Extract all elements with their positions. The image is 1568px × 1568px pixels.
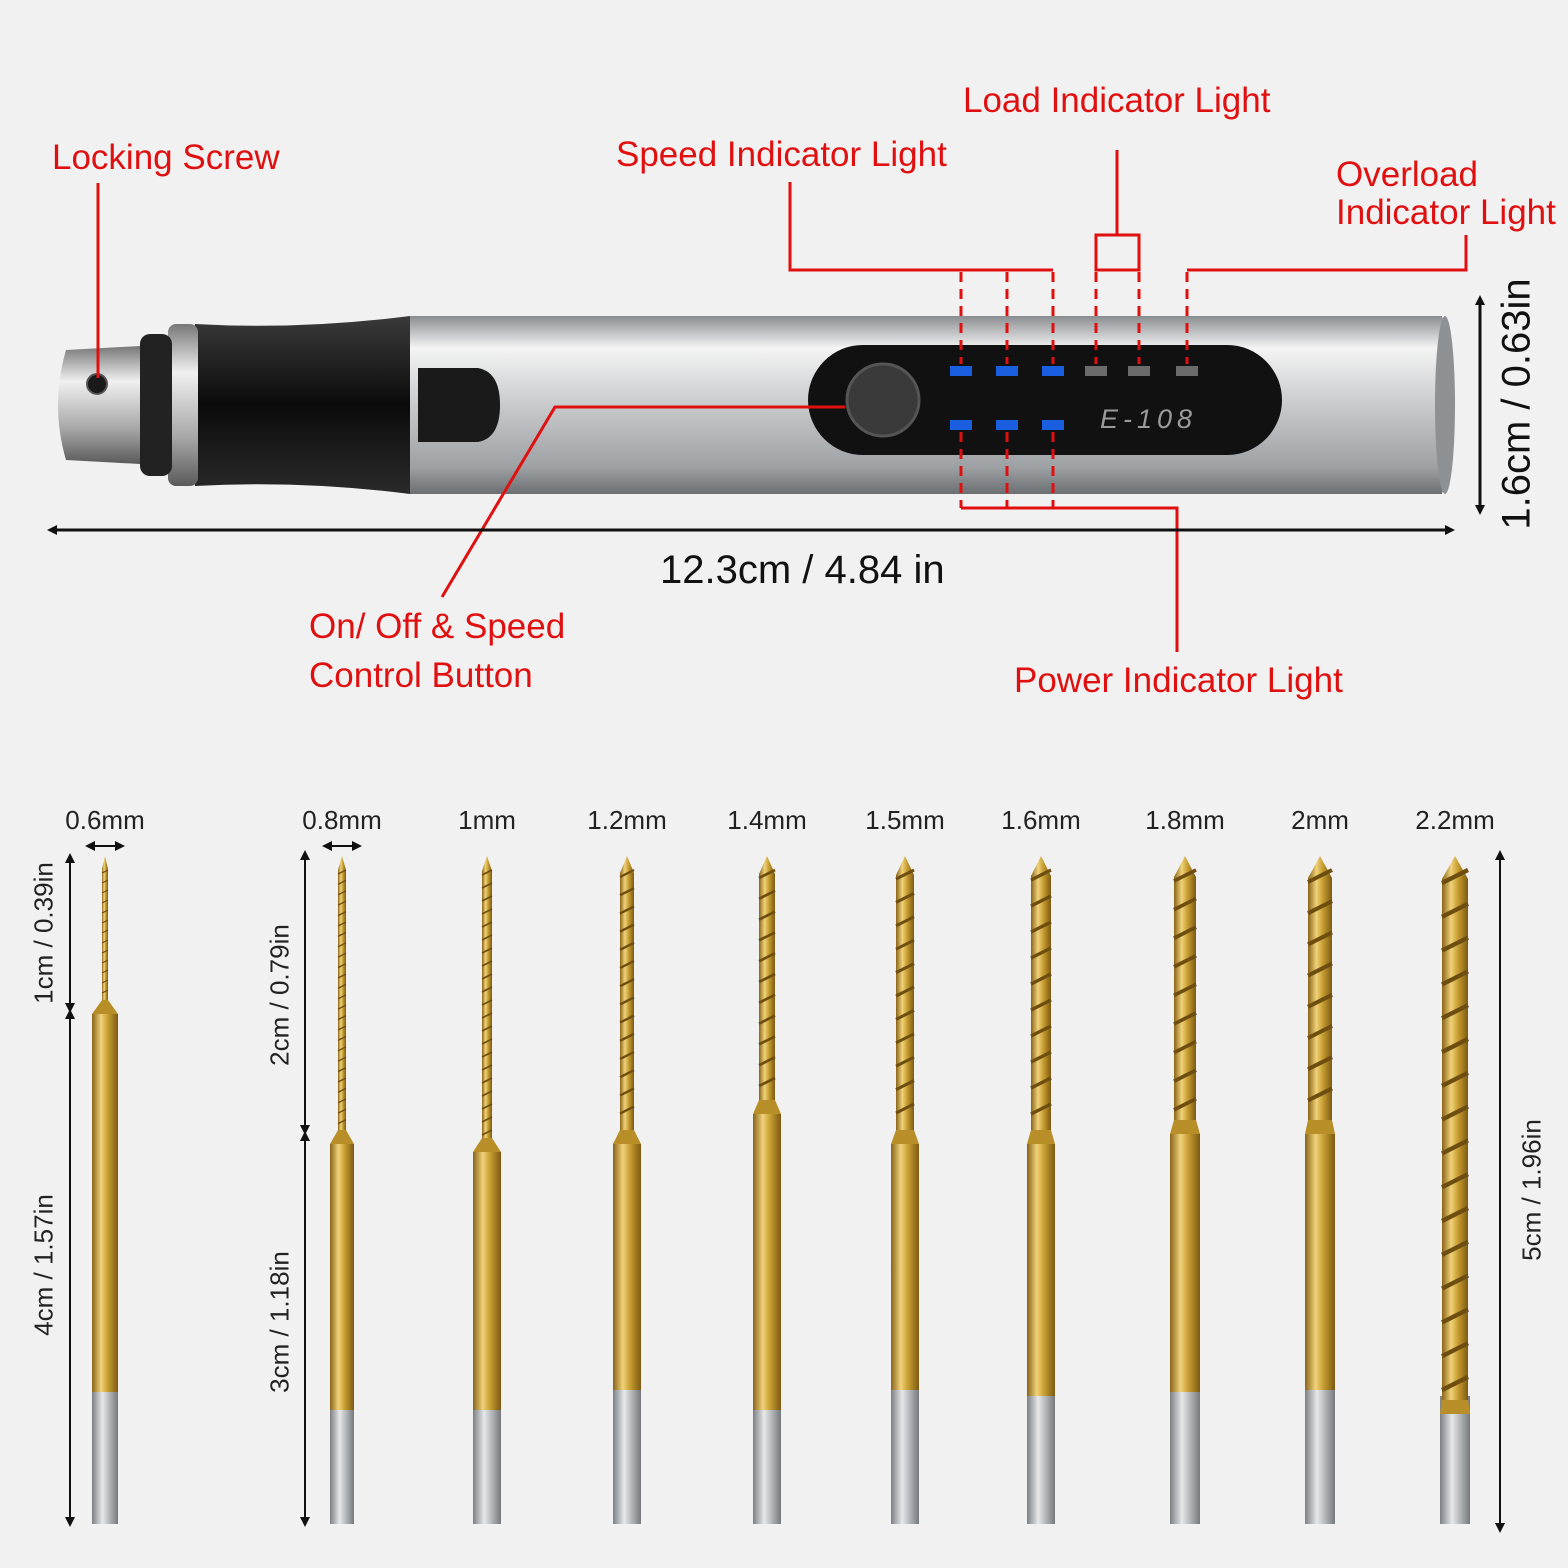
- drill-bit: [613, 856, 641, 1524]
- drill-bit: [92, 856, 118, 1524]
- load-led-icon: [1085, 366, 1107, 376]
- load-indicator-label: Load Indicator Light: [963, 81, 1271, 120]
- total-length-label: 5cm / 1.96in: [1516, 1119, 1547, 1261]
- collet-chuck: [58, 346, 140, 464]
- length-label: 12.3cm / 4.84 in: [660, 548, 945, 592]
- rubber-grip: [187, 316, 410, 494]
- drill-bit: [330, 856, 354, 1524]
- bit-size-label: 1.6mm: [1001, 805, 1081, 835]
- shank-label: 3cm / 1.18in: [264, 1251, 295, 1393]
- bit-size-label: 2mm: [1291, 805, 1349, 835]
- speed-led-icon: [1042, 366, 1064, 376]
- overload-indicator-label-line2: Indicator Light: [1336, 193, 1556, 232]
- power-led-icon: [996, 420, 1018, 430]
- power-indicator-label: Power Indicator Light: [1014, 661, 1343, 700]
- drill-bit: [891, 856, 919, 1524]
- drill-bit: [1170, 856, 1200, 1524]
- bit-size-label: 1.2mm: [587, 805, 667, 835]
- drill-bits: [92, 856, 1470, 1524]
- drill-bit: [473, 856, 501, 1524]
- led-indicators: [950, 366, 1198, 430]
- speed-led-icon: [996, 366, 1018, 376]
- bit-size-label: 1mm: [458, 805, 516, 835]
- model-label: E-108: [1100, 404, 1198, 434]
- speed-indicator-label: Speed Indicator Light: [616, 135, 947, 174]
- overload-led-icon: [1176, 366, 1198, 376]
- on-off-label-line1: On/ Off & Speed: [309, 607, 566, 646]
- drill-bit: [1440, 856, 1470, 1524]
- power-led-icon: [1042, 420, 1064, 430]
- drill-bit: [753, 856, 781, 1524]
- control-panel: [808, 345, 1282, 455]
- drill-bit: [1305, 856, 1335, 1524]
- power-button-icon: [845, 362, 921, 438]
- bit-size-label: 0.8mm: [302, 805, 382, 835]
- bit-size-label: 1.4mm: [727, 805, 807, 835]
- power-led-icon: [950, 420, 972, 430]
- bit-size-label: 1.5mm: [865, 805, 945, 835]
- on-off-label-line2: Control Button: [309, 656, 533, 695]
- bit-size-label: 2.2mm: [1415, 805, 1495, 835]
- drill-bit: [1027, 856, 1055, 1524]
- load-led-icon: [1128, 366, 1150, 376]
- rotary-tool: [58, 316, 1455, 494]
- overload-indicator-label-line1: Overload: [1336, 155, 1479, 194]
- small-tip-label: 1cm / 0.39in: [28, 862, 59, 1004]
- bit-size-label: 1.8mm: [1145, 805, 1225, 835]
- bit-size-label: 0.6mm: [65, 805, 145, 835]
- diameter-label: 1.6cm / 0.63in: [1494, 278, 1539, 530]
- speed-led-icon: [950, 366, 972, 376]
- tip-label: 2cm / 0.79in: [264, 924, 295, 1066]
- small-shank-label: 4cm / 1.57in: [28, 1194, 59, 1336]
- callout-lines: [96, 150, 1468, 652]
- locking-screw-label: Locking Screw: [52, 138, 280, 177]
